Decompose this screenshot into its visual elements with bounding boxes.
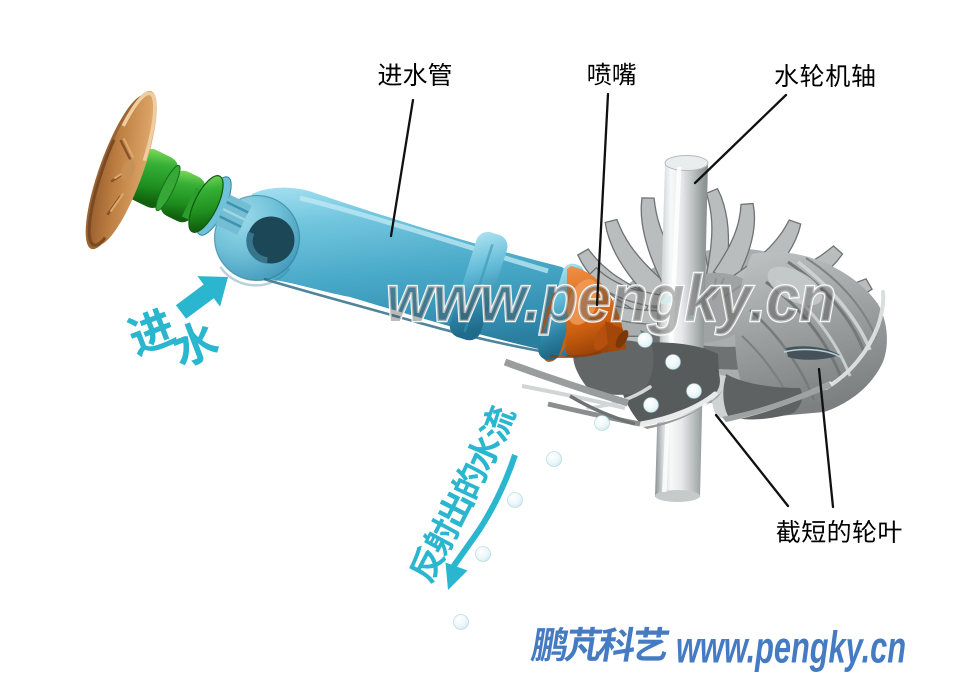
svg-text:www.pengky.cn: www.pengky.cn bbox=[676, 624, 906, 673]
svg-text:www.pengky.cn: www.pengky.cn bbox=[386, 262, 836, 335]
